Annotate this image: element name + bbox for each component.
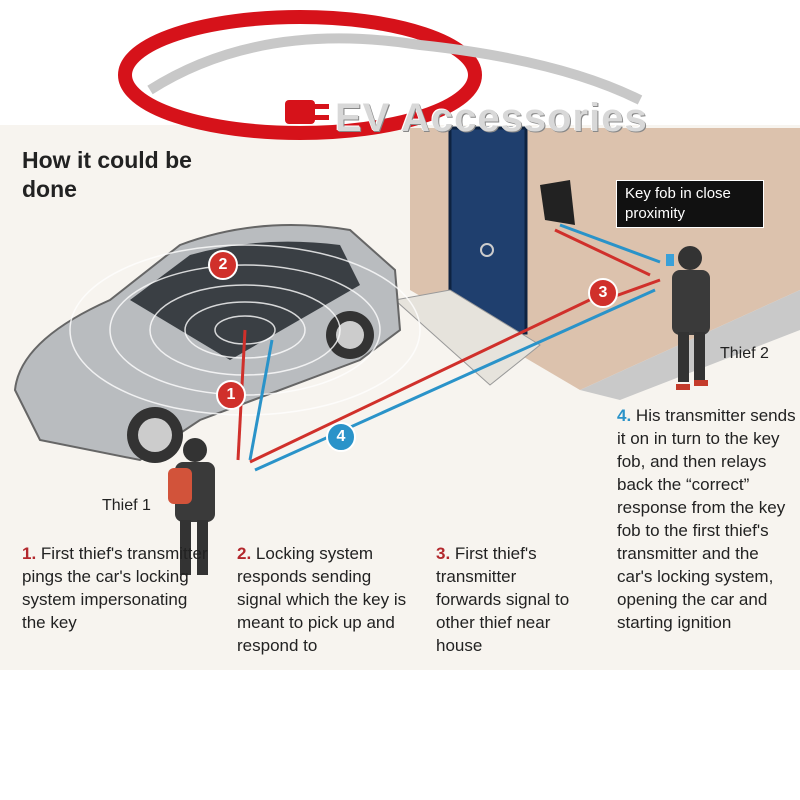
car	[13, 224, 421, 463]
pavement	[580, 290, 800, 400]
thief-2-figure	[666, 246, 710, 390]
thief-1-label: Thief 1	[102, 497, 151, 514]
step-badge-2: 2	[208, 250, 238, 280]
step-2-text: 2. Locking system responds sending signa…	[237, 544, 407, 655]
thief-1-figure	[168, 438, 215, 575]
logo-wordmark: EV Accessories	[335, 96, 648, 140]
page-title: How it could be done	[22, 147, 192, 202]
logo-graphic	[118, 10, 643, 140]
step-badge-4: 4	[326, 422, 356, 452]
signal-arrows	[236, 223, 661, 472]
step-badge-3: 3	[588, 278, 618, 308]
doorstep	[393, 289, 541, 386]
key-fob-callout: Key fob in close proximity	[616, 180, 764, 228]
step-badge-1: 1	[216, 380, 246, 410]
thief-2-label: Thief 2	[720, 345, 769, 362]
step-4-text: 4. His transmitter sends it on in turn t…	[617, 406, 796, 632]
step-3-text: 3. First thief's transmitter forwards si…	[436, 544, 570, 655]
key-fob-icon	[540, 180, 575, 225]
step-1-text: 1. First thief's transmitter pings the c…	[22, 544, 208, 632]
